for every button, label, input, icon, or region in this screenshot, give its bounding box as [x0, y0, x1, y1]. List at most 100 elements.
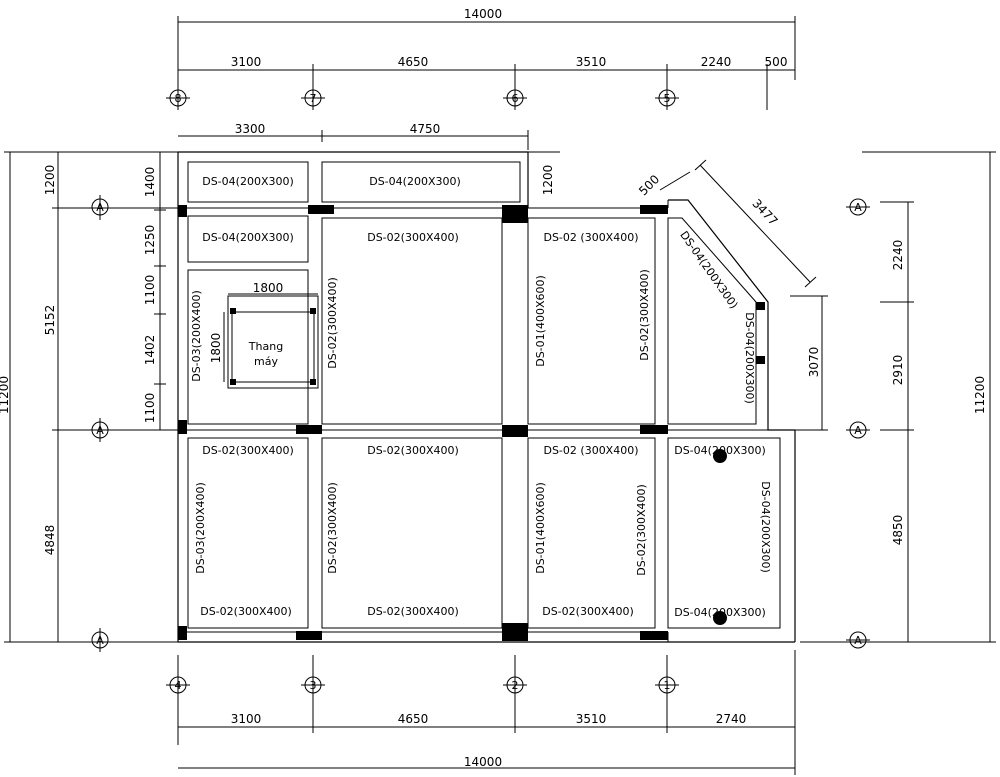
beam-label: DS-04(200X300)	[743, 312, 756, 404]
beam-label: DS-02(300X400)	[367, 231, 459, 244]
panel-1	[187, 161, 309, 203]
axis-label-4: 4	[175, 679, 182, 692]
panel-10	[527, 437, 656, 629]
dim-left-outer-total: 11200	[0, 376, 11, 414]
beam-label: DS-03(200X400)	[194, 482, 207, 574]
beam-labels: DS-04(200X300) DS-04(200X300) DS-04(200X…	[190, 175, 772, 619]
axis-label-2: 2	[512, 679, 519, 692]
column	[178, 626, 187, 640]
diagonal-dimensions: 3477 500 1200	[528, 151, 817, 288]
beam-label: DS-02 (300X400)	[543, 231, 638, 244]
column	[502, 425, 528, 437]
dim-right-outer-total: 11200	[973, 376, 987, 414]
axis-bubble-8	[169, 89, 187, 107]
dim-top-span-1: 3100	[231, 55, 262, 69]
dim-top-inner-2: 4750	[410, 122, 441, 136]
elevator-shaft: Thang máy 1800 1800	[209, 281, 319, 389]
panel-7	[667, 217, 757, 425]
column	[640, 205, 668, 214]
column	[178, 420, 187, 434]
dim-right-span-2: 2910	[891, 355, 905, 386]
axis-label-6: 6	[512, 92, 519, 105]
dim-left-inner-4: 1402	[143, 335, 157, 366]
beam-label: DS-02(300X400)	[542, 605, 634, 618]
axis-bubble-1	[658, 676, 676, 694]
axis-label-right-1: A	[854, 201, 862, 214]
dim-left-inner-1: 1400	[143, 167, 157, 198]
round-column	[713, 611, 727, 625]
dim-top-total: 14000	[464, 7, 502, 21]
dim-right-span-3: 4850	[891, 515, 905, 546]
axis-bubble-3	[304, 676, 322, 694]
axis-label-8: 8	[175, 92, 182, 105]
beam-label: DS-04(200X300)	[759, 481, 772, 573]
bottom-dimensions: 3100 4650 3510 2740 14000	[178, 650, 796, 775]
axis-bubble-7	[304, 89, 322, 107]
column	[502, 205, 528, 223]
beam-label: DS-01(400X600)	[534, 482, 547, 574]
elevator-label-line1: Thang	[248, 340, 283, 353]
axis-bubble-right-3	[849, 631, 867, 649]
dim-mid-vertical: 1200	[541, 165, 555, 196]
axis-bubble-left-2	[91, 421, 109, 439]
beam-label: DS-02(300X400)	[326, 482, 339, 574]
axis-label-7: 7	[310, 92, 317, 105]
beam-label: DS-02(300X400)	[367, 444, 459, 457]
building-outline	[177, 151, 796, 643]
column	[756, 302, 765, 310]
dim-top-inner-1: 3300	[235, 122, 266, 136]
dim-bottom-span-4: 2740	[716, 712, 747, 726]
round-column	[713, 449, 727, 463]
axis-label-right-2: A	[854, 424, 862, 437]
axis-bubble-left-1	[91, 198, 109, 216]
right-dimensions: 11200 2240 2910 4850 3070	[790, 151, 996, 643]
left-axis-markers: A A A	[91, 195, 109, 652]
beam-label: DS-04(200X300)	[674, 444, 766, 457]
dim-top-span-4: 2240	[701, 55, 732, 69]
beam-label: DS-02(300X400)	[635, 484, 648, 576]
beam-label: DS-04(200X300)	[674, 606, 766, 619]
dim-left-inner-2: 1250	[143, 225, 157, 256]
beam-label: DS-02(300X400)	[326, 277, 339, 369]
dim-bottom-span-2: 4650	[398, 712, 429, 726]
beam-label: DS-02(300X400)	[638, 269, 651, 361]
panel-11	[667, 437, 781, 629]
dim-left-inner-5: 1100	[143, 393, 157, 424]
axis-bubble-5	[658, 89, 676, 107]
axis-label-5: 5	[664, 92, 671, 105]
column	[502, 623, 528, 641]
columns	[178, 205, 765, 641]
column	[296, 631, 322, 640]
dim-diag-500: 500	[636, 172, 662, 198]
axis-label-left-3: A	[96, 634, 104, 647]
dim-diag-3477: 3477	[749, 196, 780, 228]
beam-label: DS-04(200X300)	[202, 231, 294, 244]
beam-label: DS-01(400X600)	[534, 275, 547, 367]
dim-bottom-span-3: 3510	[576, 712, 607, 726]
dim-left-inner-3: 1100	[143, 275, 157, 306]
axis-bubble-2	[506, 676, 524, 694]
panel-6	[187, 269, 309, 425]
bottom-axis-markers: 4 3 2 1	[166, 655, 679, 745]
beam-label: DS-04(200X300)	[369, 175, 461, 188]
beam-label: DS-03(200X400)	[190, 290, 203, 382]
axis-label-1: 1	[664, 679, 671, 692]
panel-3	[187, 215, 309, 263]
column	[640, 631, 668, 640]
axis-bubble-right-1	[849, 198, 867, 216]
dim-top-span-5: 500	[765, 55, 788, 69]
dim-bottom-total: 14000	[464, 755, 502, 769]
dim-elevator-width: 1800	[253, 281, 284, 295]
top-dimensions: 14000 3100 4650 3510 2240 500 3300 4750	[177, 7, 796, 150]
top-axis-markers: 8 7 6 5	[166, 89, 679, 107]
dim-left-span-1: 5152	[43, 305, 57, 336]
panel-2	[321, 161, 521, 203]
column	[296, 425, 322, 434]
column	[640, 425, 668, 434]
axis-bubble-4	[169, 676, 187, 694]
column	[178, 205, 187, 217]
dim-left-span-2: 4848	[43, 525, 57, 556]
dim-left-outer-top: 1200	[43, 165, 57, 196]
axis-bubble-6	[506, 89, 524, 107]
dim-top-span-2: 4650	[398, 55, 429, 69]
